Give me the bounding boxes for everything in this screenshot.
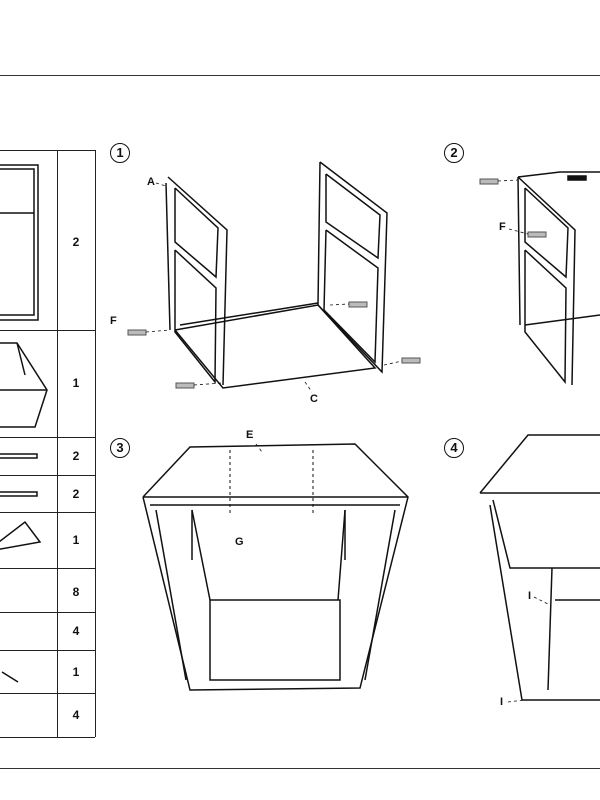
part-label-i: I — [500, 696, 504, 708]
dashed-leaders — [145, 179, 549, 703]
step-number: 3 — [110, 438, 130, 458]
part-label-e: E — [246, 429, 254, 441]
table-row — [0, 650, 95, 651]
table-row — [0, 737, 95, 738]
part-label-f: F — [499, 221, 506, 233]
part-quantity: 4 — [72, 708, 80, 722]
part-drawer-illustration — [0, 342, 48, 428]
part-hex-key-illustration — [1, 671, 19, 683]
step3-cabinet-illustration — [142, 443, 409, 691]
table-divider — [57, 150, 58, 737]
part-quantity: 2 — [72, 235, 80, 249]
part-side-frame-illustration — [0, 164, 39, 321]
table-row — [0, 568, 95, 569]
part-quantity: 4 — [72, 624, 80, 638]
part-quantity: 1 — [72, 533, 80, 547]
part-quantity: 1 — [72, 665, 80, 679]
step-number: 4 — [444, 438, 464, 458]
table-row — [0, 693, 95, 694]
part-quantity: 2 — [72, 449, 80, 463]
part-rail-illustration — [0, 453, 38, 459]
part-label-g: G — [235, 536, 244, 548]
table-row — [0, 330, 95, 331]
part-quantity: 1 — [72, 376, 80, 390]
step1-frame-illustration — [165, 161, 388, 389]
table-row — [0, 475, 95, 476]
table-border — [95, 150, 96, 737]
part-panel-illustration — [0, 520, 42, 550]
step2-frame-illustration — [517, 171, 600, 386]
screw-icons — [127, 178, 547, 389]
bottom-rule — [0, 768, 600, 769]
part-label-a: A — [147, 176, 155, 188]
part-quantity: 2 — [72, 487, 80, 501]
step-number: 1 — [110, 143, 130, 163]
part-label-i: I — [528, 590, 532, 602]
part-label-f: F — [110, 315, 117, 327]
step4-cabinet-illustration — [479, 434, 600, 701]
top-rule — [0, 75, 600, 76]
table-row — [0, 612, 95, 613]
part-label-c: C — [310, 393, 318, 405]
table-row — [0, 437, 95, 438]
part-quantity: 8 — [72, 585, 80, 599]
step-number: 2 — [444, 143, 464, 163]
table-row — [0, 512, 95, 513]
part-rail-hole-illustration — [0, 491, 38, 497]
table-row — [0, 150, 95, 151]
